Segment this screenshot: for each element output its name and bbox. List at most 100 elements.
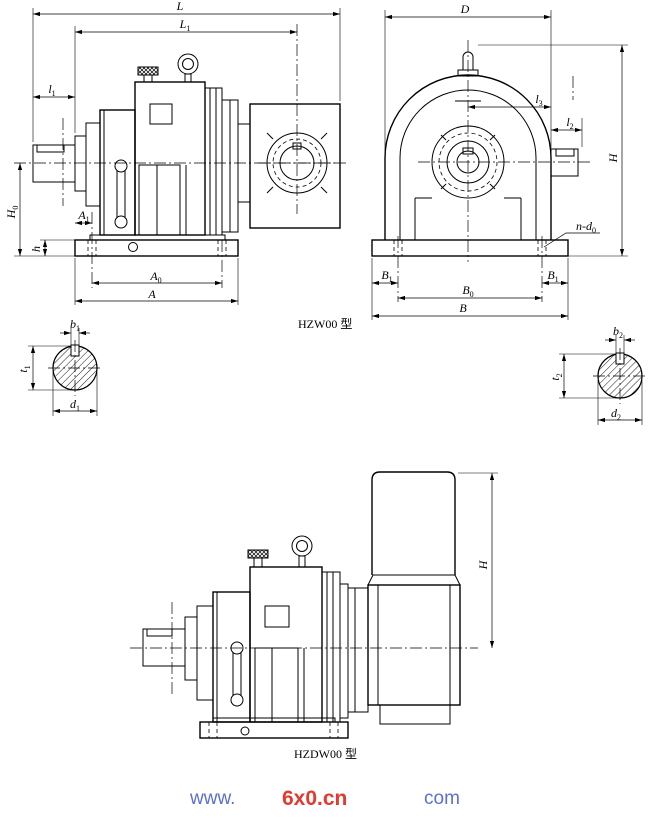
dim-label-h: h	[29, 246, 43, 252]
bolt-tick	[266, 132, 274, 140]
front-base-plate	[371, 239, 569, 257]
hub-bolt-circle	[438, 132, 498, 192]
dim-label-A: A	[147, 287, 156, 301]
watermark-brand: 6x0.cn	[282, 787, 347, 810]
hzdw-main-gear-box	[249, 566, 323, 723]
hub-outer	[431, 125, 505, 199]
input-shaft	[32, 144, 76, 183]
dim-label-t1: t1	[16, 365, 32, 372]
hub-shaft-bore	[456, 150, 480, 174]
vent-plug-shank	[143, 74, 153, 83]
dim-label-H: H	[606, 152, 620, 163]
hzdw-nameplate	[264, 605, 290, 628]
hub-bolt-tick	[489, 134, 496, 141]
dim-label-hzdw-H: H	[476, 559, 490, 570]
dim-label-b2: b2	[613, 324, 623, 340]
motor-foot	[379, 704, 451, 725]
dim-label-B: B	[459, 301, 467, 315]
dim-label-A1: A1	[77, 208, 89, 224]
hzdw-bearing-cover	[184, 616, 198, 681]
bore-keyway	[292, 142, 302, 150]
dim-label-l1: l1	[48, 82, 55, 98]
breather-cap	[462, 51, 474, 70]
input-shaft-key-section: b1 t1 d1	[16, 317, 102, 416]
eye-ring-outer	[177, 53, 199, 75]
dim-label-H0: H0	[4, 206, 20, 220]
base-pad	[89, 234, 226, 241]
hzdw-vent-plug-shank	[253, 557, 263, 568]
bolt-tick	[320, 132, 328, 140]
eye-bolt-shank	[184, 73, 192, 83]
dim-label-B0: B0	[462, 283, 473, 299]
motor-connection-box	[249, 103, 341, 229]
hzdw-eye-ring-outer	[291, 535, 313, 557]
dim-label-A0: A0	[149, 269, 161, 285]
hub-bearing	[446, 140, 490, 184]
hzdw-input-flange	[196, 605, 214, 701]
dim-label-L1: L1	[179, 17, 191, 33]
watermark: www. 6x0.cn com	[189, 787, 460, 810]
vent-plug-knurl	[137, 66, 159, 76]
motor-shoulder	[367, 574, 461, 586]
dim-label-l2: l2	[566, 115, 573, 131]
watermark-suffix: com	[424, 788, 460, 809]
dim-label-n-d0: n-d0	[576, 219, 596, 235]
hzw-side-view: L L1 l1 H0 h A1 A0 A	[4, 0, 348, 305]
hzdw-eye-bolt-shank	[298, 555, 306, 568]
dim-label-B1-right: B1	[547, 268, 558, 284]
breather-collar	[457, 69, 479, 77]
dim-label-d2: d2	[611, 406, 621, 422]
hzdw-sight-hole-top	[230, 641, 244, 655]
lower-rib	[138, 164, 181, 236]
dim-label-D: D	[460, 2, 470, 16]
hub-bolt-tick	[489, 183, 496, 190]
motor-flange-outer	[266, 132, 328, 194]
leader-n-d0	[543, 232, 600, 248]
hzdw-lifting-eye-bolt	[291, 535, 313, 568]
sight-glass-slot	[114, 159, 128, 229]
hzw-front-view: D l3 l2 H n-d0 B1 B1 B0 B	[371, 2, 628, 320]
watermark-prefix: www.	[189, 788, 235, 809]
hzdw-lower-rib	[254, 647, 299, 723]
hzdw-input-shaft	[142, 628, 186, 667]
motor-body	[367, 584, 461, 706]
hzdw-caption: HZDW00 型	[294, 747, 357, 761]
vent-plug	[137, 66, 159, 83]
dim-label-l3: l3	[535, 92, 542, 108]
main-gear-box	[134, 81, 206, 236]
electric-motor	[347, 471, 461, 725]
output-shaft-key	[555, 148, 575, 157]
hzdw-view: H	[130, 471, 498, 739]
dim-label-d1: d1	[70, 397, 80, 413]
nameplate	[149, 103, 173, 125]
base-plate	[74, 239, 239, 257]
hzdw-housing-ring	[321, 571, 341, 723]
bolt-tick	[320, 186, 328, 194]
hzdw-vent-plug	[247, 549, 269, 568]
hzdw-sight-glass-slot	[230, 641, 244, 707]
hzdw-eye-ring-inner	[296, 540, 308, 552]
drain-plug	[128, 242, 138, 252]
hzdw-sight-hole-bottom	[230, 693, 244, 707]
bearing-cover	[74, 135, 87, 192]
hub-keyway	[462, 147, 474, 155]
sight-hole-bottom	[114, 215, 128, 229]
hzdw-input-shaft-key	[146, 628, 173, 637]
dim-label-L: L	[176, 0, 184, 13]
dim-label-B1-left: B1	[381, 268, 392, 284]
hzdw-adapter	[339, 583, 349, 719]
sight-hole-top	[114, 159, 128, 173]
eye-ring-inner	[182, 58, 194, 70]
hub-bolt-tick	[440, 134, 447, 141]
lifting-eye-bolt	[177, 53, 199, 83]
motor-flange-bore	[279, 145, 315, 181]
hzdw-base-plate	[199, 721, 349, 739]
input-flange	[85, 122, 101, 207]
dim-label-b1: b1	[70, 317, 80, 333]
hzdw-drain-plug	[240, 726, 250, 736]
hub-bolt-tick	[440, 183, 447, 190]
hzdw-vent-plug-knurl	[247, 549, 269, 559]
housing-inner-arch	[399, 89, 537, 240]
